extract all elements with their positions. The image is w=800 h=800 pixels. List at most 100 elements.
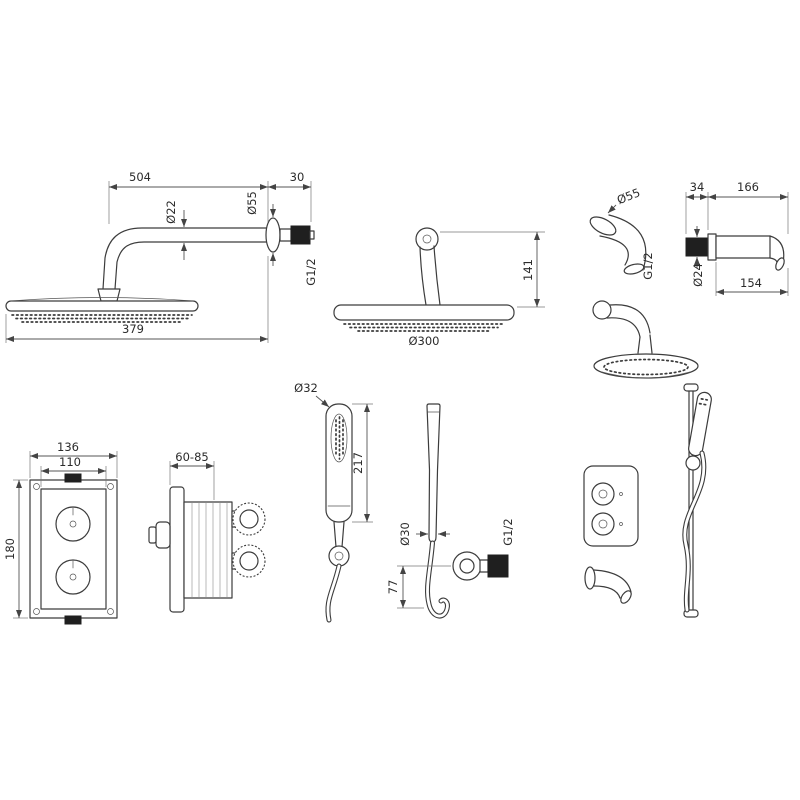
spout-tip-inner bbox=[769, 257, 778, 263]
valve-front-handle-tip bbox=[148, 526, 157, 544]
arm-tube-bottom-edge bbox=[114, 241, 269, 290]
corner-screw bbox=[107, 608, 114, 615]
handshower-holder-cone bbox=[333, 521, 345, 548]
set-handshower bbox=[688, 391, 712, 457]
valve-bottom-stub bbox=[64, 615, 82, 625]
handshower-face-nozzles bbox=[335, 416, 344, 460]
set-valve-knob-top-center bbox=[598, 489, 608, 499]
set-valve-knob-bottom-center bbox=[598, 519, 608, 529]
dim-spout-reach: 154 bbox=[740, 276, 762, 290]
spout-wall-ring bbox=[707, 233, 717, 261]
valve-knob-top-front bbox=[55, 506, 91, 542]
arm-front-left-edge bbox=[419, 246, 427, 306]
valve-body-side bbox=[183, 501, 233, 599]
flange-center bbox=[422, 234, 432, 244]
dim-spout-diameter: Ø24 bbox=[691, 263, 705, 287]
dim-leader bbox=[315, 395, 330, 408]
set-valve-indicator-bottom bbox=[619, 522, 623, 526]
valve-knob-top-hub bbox=[69, 520, 77, 528]
thread-tip bbox=[309, 230, 315, 240]
valve-body-hatch bbox=[191, 502, 228, 598]
dim-handshower-head-diameter: Ø32 bbox=[294, 381, 318, 395]
handshower-holder-hub bbox=[334, 551, 344, 561]
dim-thread-depth: 30 bbox=[290, 170, 305, 184]
spout-tip-opening bbox=[775, 257, 785, 271]
rail-holder bbox=[685, 455, 701, 471]
set-handshower-face bbox=[698, 398, 709, 406]
view-spout-side: 34 166 Ø24 154 bbox=[685, 180, 789, 296]
spout-outer-edge bbox=[608, 214, 647, 271]
side-hose-fill bbox=[426, 541, 449, 618]
dim-reach: 379 bbox=[122, 322, 144, 336]
set-head-connector bbox=[637, 334, 653, 354]
connector-shaft bbox=[279, 228, 292, 242]
dim-leader bbox=[607, 204, 617, 214]
rail-top-cap bbox=[683, 383, 699, 392]
valve-front-handle bbox=[155, 521, 171, 549]
set-arm-lower-edge bbox=[606, 317, 641, 338]
dim-handshower-length: 217 bbox=[351, 452, 365, 474]
valve-knob-bottom-hub bbox=[69, 573, 77, 581]
handshower-hose-fill bbox=[326, 564, 341, 622]
dim-handle-diameter: Ø30 bbox=[398, 522, 412, 546]
set-handshower-wand bbox=[688, 391, 712, 457]
view-rain-head-front: 141 Ø300 bbox=[333, 227, 545, 348]
corner-screw bbox=[107, 483, 114, 490]
set-spout-flange bbox=[584, 566, 596, 590]
label-thread-size: G1/2 bbox=[304, 258, 318, 285]
view-spout-angled: Ø55 G1/2 bbox=[589, 185, 655, 280]
view-valve-side: 60-85 bbox=[148, 450, 266, 613]
view-rain-arm-side: 504 30 Ø22 Ø55 G1/2 379 bbox=[5, 170, 318, 343]
dim-flange-diameter: Ø55 bbox=[245, 191, 259, 215]
spout-flange bbox=[589, 216, 617, 236]
thread-knurl bbox=[290, 225, 311, 245]
set-spout-lower-edge bbox=[593, 585, 621, 599]
handshower-holder-ring bbox=[328, 545, 350, 567]
handshower-face-outline bbox=[330, 413, 348, 463]
view-handshower-side: Ø30 77 G1/2 bbox=[386, 403, 515, 619]
label-outlet-thread: G1/2 bbox=[501, 518, 515, 545]
handshower-wand-side bbox=[426, 403, 441, 543]
arm-front-right-edge bbox=[433, 245, 441, 306]
set-valve-knob-bottom bbox=[591, 512, 615, 536]
shower-head-disc-front bbox=[333, 304, 515, 321]
set-valve-plate bbox=[583, 465, 639, 547]
set-head-nozzles bbox=[603, 358, 689, 376]
dim-arm-diameter: Ø22 bbox=[164, 200, 178, 224]
wall-flange-front bbox=[415, 227, 439, 251]
valve-plate-side bbox=[169, 486, 185, 613]
spray-nozzles-side bbox=[11, 314, 193, 323]
dim-spout-thread-length: 34 bbox=[690, 180, 705, 194]
set-head-lower-rim bbox=[601, 371, 691, 379]
view-valve-front: 136 110 180 bbox=[3, 440, 118, 625]
dim-box-width: 136 bbox=[57, 440, 79, 454]
spray-nozzles-front bbox=[343, 323, 505, 332]
valve-top-stub bbox=[64, 473, 82, 483]
wall-outlet-thread-knurl bbox=[487, 554, 509, 578]
corner-screw bbox=[33, 608, 40, 615]
set-arm-flange bbox=[592, 300, 612, 320]
dim-depth-range: 60-85 bbox=[175, 450, 208, 464]
valve-knob-top-inner bbox=[239, 509, 259, 529]
set-spout-upper-edge bbox=[593, 569, 632, 593]
dim-offset: 77 bbox=[386, 580, 400, 595]
shower-head-dome-line bbox=[9, 297, 195, 302]
label-spout-thread: G1/2 bbox=[641, 252, 655, 279]
dim-arm-length: 504 bbox=[129, 170, 151, 184]
arm-tube-top-edge bbox=[102, 227, 269, 290]
wall-flange-side bbox=[265, 217, 281, 253]
spout-outlet-opening bbox=[623, 263, 645, 275]
wall-outlet-shaft bbox=[479, 559, 489, 573]
handshower-wand-front bbox=[325, 403, 353, 523]
spout-inner-edge bbox=[599, 235, 629, 266]
set-arm-upper-edge bbox=[609, 304, 651, 334]
dim-box-height: 180 bbox=[3, 538, 17, 560]
set-valve-knob-top bbox=[591, 482, 615, 506]
view-shower-set-perspective bbox=[583, 300, 712, 618]
set-hose-fill bbox=[683, 451, 706, 612]
view-handshower-front: Ø32 217 bbox=[294, 381, 373, 623]
dim-plate-width: 110 bbox=[59, 455, 81, 469]
arm-head-connector bbox=[97, 288, 121, 302]
